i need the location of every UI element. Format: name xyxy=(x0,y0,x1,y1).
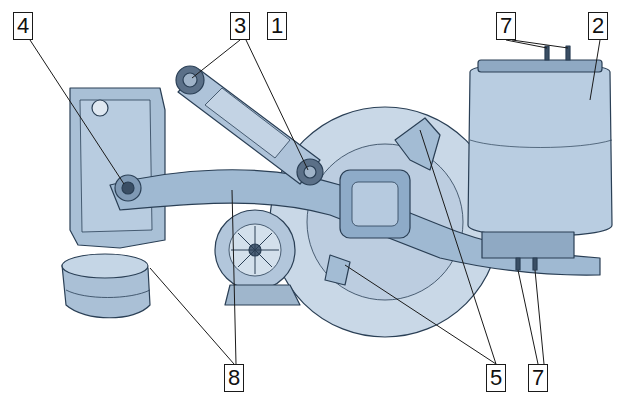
lower-bushing xyxy=(297,159,323,185)
callout-number: 2 xyxy=(588,12,608,40)
spring-piston xyxy=(482,232,574,258)
hub-spokes xyxy=(231,226,279,274)
axle-beam xyxy=(340,170,410,238)
axle-section xyxy=(352,182,398,226)
callout-number: 3 xyxy=(230,12,250,40)
chamber-top xyxy=(62,254,148,278)
hub-bracket xyxy=(225,285,300,305)
callout-number: 8 xyxy=(224,364,244,392)
lower-bushing-core xyxy=(304,166,316,178)
callout-number: 7 xyxy=(496,12,516,40)
air-spring xyxy=(468,63,612,236)
shock-body xyxy=(205,88,290,158)
logo-mark xyxy=(92,100,108,116)
top-plate xyxy=(478,60,602,72)
brake-disc xyxy=(270,107,500,337)
stud xyxy=(516,258,520,270)
bracket-face xyxy=(80,100,152,232)
callout-number: 1 xyxy=(267,12,287,40)
callout-number: 4 xyxy=(13,12,33,40)
disc-hub xyxy=(307,144,463,300)
brake-caliper xyxy=(395,118,440,170)
callout-number: 5 xyxy=(486,364,506,392)
caliper-mount xyxy=(325,255,350,285)
upper-bushing xyxy=(176,66,204,94)
callout-number: 7 xyxy=(528,364,548,392)
hanger-bracket xyxy=(70,88,165,248)
leader-lines xyxy=(30,40,600,364)
pivot-bolt xyxy=(115,175,141,201)
brake-hub xyxy=(215,210,295,290)
stud xyxy=(533,258,537,270)
hub-inner xyxy=(229,224,281,276)
brake-chamber xyxy=(62,255,150,318)
